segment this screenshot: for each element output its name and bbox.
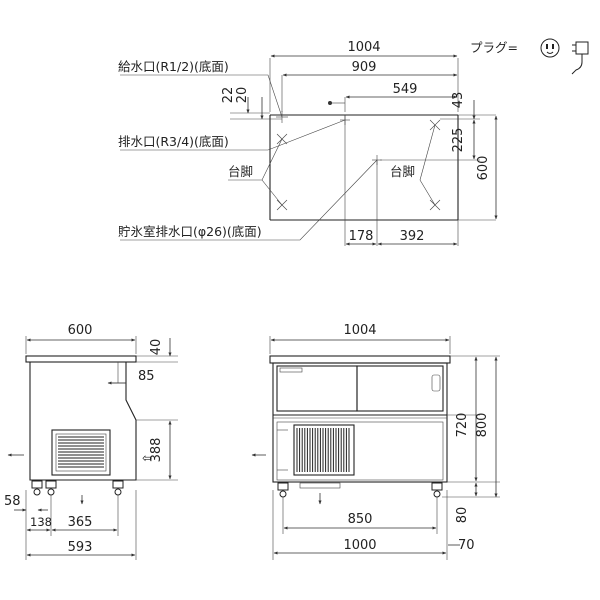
dim-388: 388 [136, 419, 178, 481]
callout-leaders [120, 74, 436, 241]
power-plug-icon [571, 41, 589, 75]
dim-label: 549 [393, 82, 418, 97]
side-feet [31, 480, 124, 496]
dim-43: 43 [440, 92, 480, 120]
dim-label: 365 [68, 515, 93, 530]
plug-label: プラグ= [470, 40, 518, 55]
dim-22-20: 22 20 [221, 87, 282, 120]
airflow-arrows: ⇦ [7, 451, 152, 505]
front-body [272, 362, 448, 483]
dim-label: 58 [4, 494, 21, 509]
plan-view: 1004 909 549 22 20 43 [118, 40, 498, 246]
side-top-plate [25, 355, 137, 363]
front-top-plate [269, 355, 451, 364]
dim-label: 22 [221, 87, 236, 104]
dim-58: 58 [4, 490, 48, 516]
dim-80: 80 [442, 482, 500, 524]
dim-label: 138 [30, 515, 52, 529]
dim-label: 20 [235, 87, 250, 104]
dim-1004-plan: 1004 [269, 40, 459, 112]
dim-label: 1004 [347, 40, 380, 55]
front-door-right [356, 365, 444, 412]
side-view: ⇦ 600 40 85 388 [4, 323, 178, 560]
dim-909: 909 [281, 60, 458, 112]
drain-label: 排水口(R3/4)(底面) [118, 134, 229, 149]
front-view: 1004 720 800 850 80 1000 [251, 323, 500, 560]
front-louver [293, 424, 355, 476]
airflow-in-icon: ⇦ [142, 451, 152, 465]
door-handle [431, 374, 441, 392]
dim-label: 388 [149, 438, 164, 463]
door-nameplate [279, 367, 303, 373]
dim-40: 40 [136, 338, 178, 363]
side-louver [51, 429, 111, 476]
front-feet [277, 482, 443, 498]
front-door-left [276, 365, 358, 412]
water-inlet-label: 給水口(R1/2)(底面) [118, 59, 229, 74]
power-outlet-icon [540, 38, 560, 58]
dim-label: 850 [348, 512, 373, 527]
dim-549: 549 [328, 82, 458, 112]
dim-label: 1000 [343, 538, 376, 553]
dim-label: 178 [349, 229, 374, 244]
leg-label-left: 台脚 [228, 164, 253, 179]
leg-label-right: 台脚 [390, 164, 415, 179]
dim-720-800: 720 800 [447, 355, 500, 498]
front-arrows [251, 453, 322, 505]
plan-outline [269, 114, 496, 221]
dim-label: 85 [138, 369, 155, 384]
dim-70: 70 [448, 538, 475, 553]
dim-label: 392 [400, 229, 425, 244]
dim-1004-front: 1004 [269, 323, 451, 354]
dim-label: 593 [68, 540, 93, 555]
dim-600-plan: 600 [476, 115, 498, 220]
dim-label: 600 [476, 156, 491, 181]
dim-138-365: 138 365 [26, 495, 119, 536]
dim-label: 720 [455, 413, 470, 438]
dim-label: 40 [149, 339, 164, 356]
dim-600-side: 600 [25, 323, 137, 354]
dim-1000: 1000 [272, 490, 448, 560]
dim-label: 800 [475, 413, 490, 438]
dim-label: 225 [451, 128, 466, 153]
dim-label: 909 [352, 60, 377, 75]
plug-legend: プラグ= [470, 38, 589, 75]
dim-225: 225 [380, 119, 480, 161]
plan-marks [276, 111, 441, 211]
dim-593: 593 [25, 490, 137, 560]
dim-178-392: 178 392 [344, 160, 459, 246]
dim-label: 600 [68, 323, 93, 338]
ice-drain-label: 貯氷室排水口(φ26)(底面) [118, 224, 262, 239]
dim-label: 80 [455, 507, 470, 524]
dim-850: 850 [282, 497, 438, 534]
front-lower-panel [276, 421, 444, 481]
dim-85: 85 [107, 369, 155, 385]
side-body [29, 362, 137, 481]
dim-label: 1004 [343, 323, 376, 338]
dim-label: 70 [458, 538, 475, 553]
dim-label: 43 [451, 92, 466, 109]
